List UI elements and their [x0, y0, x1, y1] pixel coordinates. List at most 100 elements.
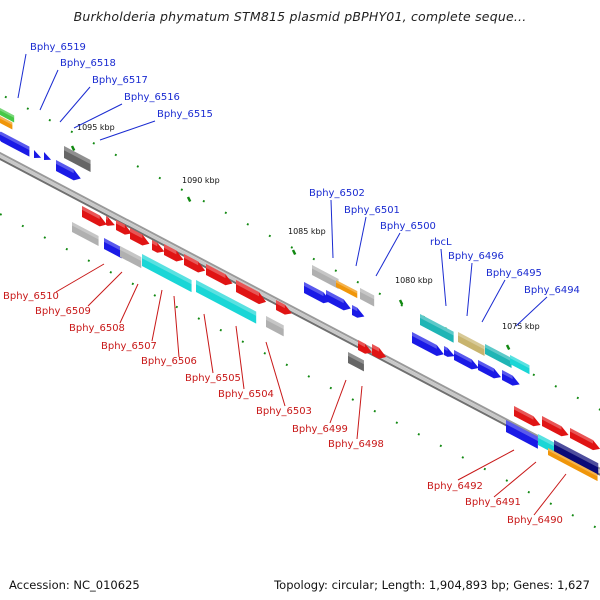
tick-mark — [219, 328, 223, 332]
gene-label: Bphy_6504 — [218, 389, 274, 400]
kbp-label: 1095 kbp — [77, 123, 115, 132]
gene-red-c-highlight — [116, 220, 125, 229]
label-leader — [151, 289, 163, 342]
gene-bphy-6490 — [554, 440, 599, 476]
gene-red-m — [514, 406, 541, 427]
gene-blue-g-highlight — [454, 350, 472, 363]
topology-text: Topology: circular; Length: 1,904,893 bp… — [274, 578, 590, 592]
gene-label: Bphy_6510 — [3, 291, 59, 302]
tick-mark — [312, 257, 316, 261]
tick-mark — [395, 421, 399, 425]
label-leader — [55, 263, 105, 293]
label-leader — [265, 341, 286, 407]
gene-bphy-6506 — [196, 280, 257, 324]
gene-red-k-highlight — [358, 340, 366, 348]
tick-mark — [136, 165, 140, 168]
map-title: Burkholderia phymatum STM815 plasmid pBP… — [73, 9, 527, 24]
label-leader — [39, 69, 59, 111]
gene-orange-b-highlight — [548, 448, 598, 477]
tick-mark — [246, 223, 250, 226]
tick-mark — [26, 107, 30, 110]
gene-bphy-6519-highlight — [0, 108, 15, 118]
gene-bphy-6492-highlight — [506, 420, 538, 441]
tick-mark — [109, 270, 113, 274]
gene-red-o — [570, 428, 600, 451]
tick-mark — [180, 188, 184, 191]
gene-bphy-6500 — [360, 288, 375, 307]
label-leader — [73, 103, 123, 129]
gene-label: Bphy_6500 — [380, 221, 436, 232]
tick-mark — [21, 224, 25, 228]
gene-red-n-highlight — [542, 416, 562, 430]
tick-mark — [263, 351, 267, 355]
gene-bphy-6518 — [0, 116, 13, 130]
gene-red-f — [164, 244, 184, 262]
tick-mark — [65, 247, 69, 251]
gene-red-l — [372, 344, 387, 359]
gene-bphy-6491 — [538, 434, 554, 454]
tick-mark — [334, 269, 338, 272]
gene-dark — [64, 146, 91, 172]
gene-bphy-6501 — [336, 280, 358, 299]
gene-bphy-6503 — [266, 316, 284, 337]
gene-bphy-6509-highlight — [104, 238, 122, 252]
tick-mark — [576, 396, 580, 400]
tick-mark — [351, 398, 355, 401]
label-leader — [87, 271, 123, 307]
gene-label: Bphy_6501 — [344, 205, 400, 216]
gene-bphy-6494-highlight — [510, 355, 530, 369]
gene-label: rbcL — [430, 237, 452, 248]
gene-bphy-6494 — [510, 355, 530, 375]
gene-red-m-highlight — [514, 406, 534, 420]
gene-label: Bphy_6499 — [292, 424, 348, 435]
gene-bphy-6518-highlight — [0, 116, 13, 125]
gene-dark-highlight — [64, 146, 91, 165]
tick-mark — [70, 130, 74, 134]
gene-rbcL-highlight — [420, 314, 454, 336]
gene-bphy-6517-highlight — [0, 131, 30, 151]
tick-mark — [158, 176, 162, 180]
label-leader — [481, 279, 506, 323]
gene-bphy-6490-highlight — [554, 440, 599, 468]
label-leader — [17, 53, 27, 99]
kbp-label: 1090 kbp — [182, 176, 220, 185]
gene-bphy-6500-highlight — [360, 288, 375, 300]
kbp-label: 1085 kbp — [288, 227, 326, 236]
gene-label: Bphy_6515 — [157, 109, 213, 120]
gene-bphy-6499 — [348, 352, 364, 372]
kbp-tick — [505, 344, 511, 351]
gene-bphy-6495-highlight — [485, 344, 512, 362]
gene-label: Bphy_6519 — [30, 42, 86, 53]
gene-bphy-6509 — [104, 238, 122, 259]
gene-red-e — [152, 240, 165, 253]
gene-red-j-highlight — [276, 300, 285, 309]
gene-label: Bphy_6505 — [185, 373, 241, 384]
gene-red-b-highlight — [106, 216, 108, 221]
gene-blue-c — [326, 290, 351, 311]
gene-bphy-6503-highlight — [266, 316, 284, 330]
kbp-tick — [398, 299, 404, 306]
tick-mark — [43, 236, 47, 239]
tick-mark — [532, 373, 536, 377]
gene-label: Bphy_6518 — [60, 58, 116, 69]
gene-red-o-highlight — [570, 428, 594, 444]
label-leader — [119, 283, 139, 324]
gene-bphy-6515 — [44, 152, 52, 160]
kbp-tick — [186, 196, 192, 203]
gene-red-i-highlight — [236, 280, 260, 297]
tick-mark — [224, 211, 228, 215]
gene-label: Bphy_6508 — [69, 323, 125, 334]
gene-bphy-6492 — [506, 420, 538, 449]
gene-red-g — [184, 254, 206, 273]
gene-blue-b-highlight — [304, 282, 324, 297]
gene-label: Bphy_6503 — [256, 406, 312, 417]
gene-bphy-6499-highlight — [348, 352, 364, 365]
gene-label: Bphy_6502 — [309, 188, 365, 199]
gene-bphy-6496-highlight — [458, 332, 485, 350]
label-leader — [457, 449, 515, 481]
label-leader — [375, 232, 401, 277]
gene-red-k — [358, 340, 373, 354]
gene-blue-e — [412, 332, 444, 357]
gene-red-d-highlight — [130, 228, 143, 239]
